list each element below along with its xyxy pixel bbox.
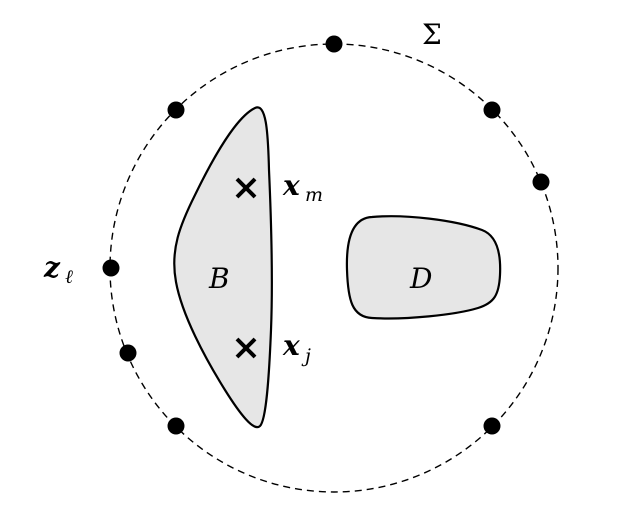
measurement-circle [109, 43, 559, 493]
xm-label: x m [282, 169, 323, 206]
region-d-label: D [409, 262, 432, 295]
xj-base: x [282, 329, 300, 362]
xj-label: x j [282, 329, 311, 367]
measurement-point [483, 101, 501, 119]
region-b-label: B [208, 262, 230, 295]
measurement-point [119, 344, 137, 362]
cross-icon-xm [235, 177, 257, 199]
measurement-point [167, 417, 185, 435]
xm-base: x [282, 169, 300, 202]
measurement-point [483, 417, 501, 435]
sigma-label: Σ [422, 18, 442, 51]
xj-subscript: j [301, 345, 311, 367]
measurement-points [102, 35, 550, 435]
cross-icon-xj [235, 337, 257, 359]
measurement-point [167, 101, 185, 119]
z-ell-subscript: ℓ [65, 266, 73, 288]
measurement-point-z-ell [102, 259, 120, 277]
measurement-point [325, 35, 343, 53]
xm-subscript: m [305, 184, 323, 206]
region-d-shape [345, 215, 502, 320]
z-ell-label: z ℓ [43, 251, 73, 288]
z-ell-base: z [43, 251, 61, 284]
measurement-point [532, 173, 550, 191]
